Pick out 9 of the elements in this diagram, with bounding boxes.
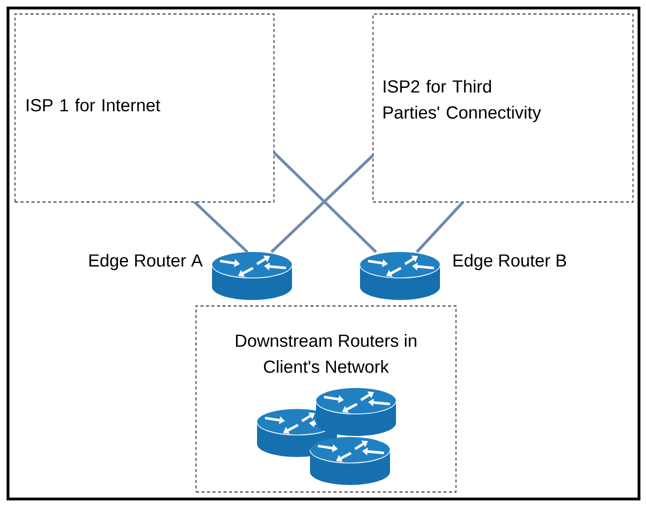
router-label: Edge Router B [454, 254, 566, 270]
connection-line [416, 201, 464, 253]
router-icon [316, 388, 396, 436]
router-label: Edge Router A [89, 254, 203, 270]
router-icon [310, 437, 390, 485]
network-box: ISP2 for Third Parties' Connectivity [372, 14, 634, 202]
network-box: ISP 1 for Internet [14, 14, 274, 202]
network-box: Downstream Routers in Client's Network [196, 306, 456, 492]
connection-line [194, 200, 248, 254]
